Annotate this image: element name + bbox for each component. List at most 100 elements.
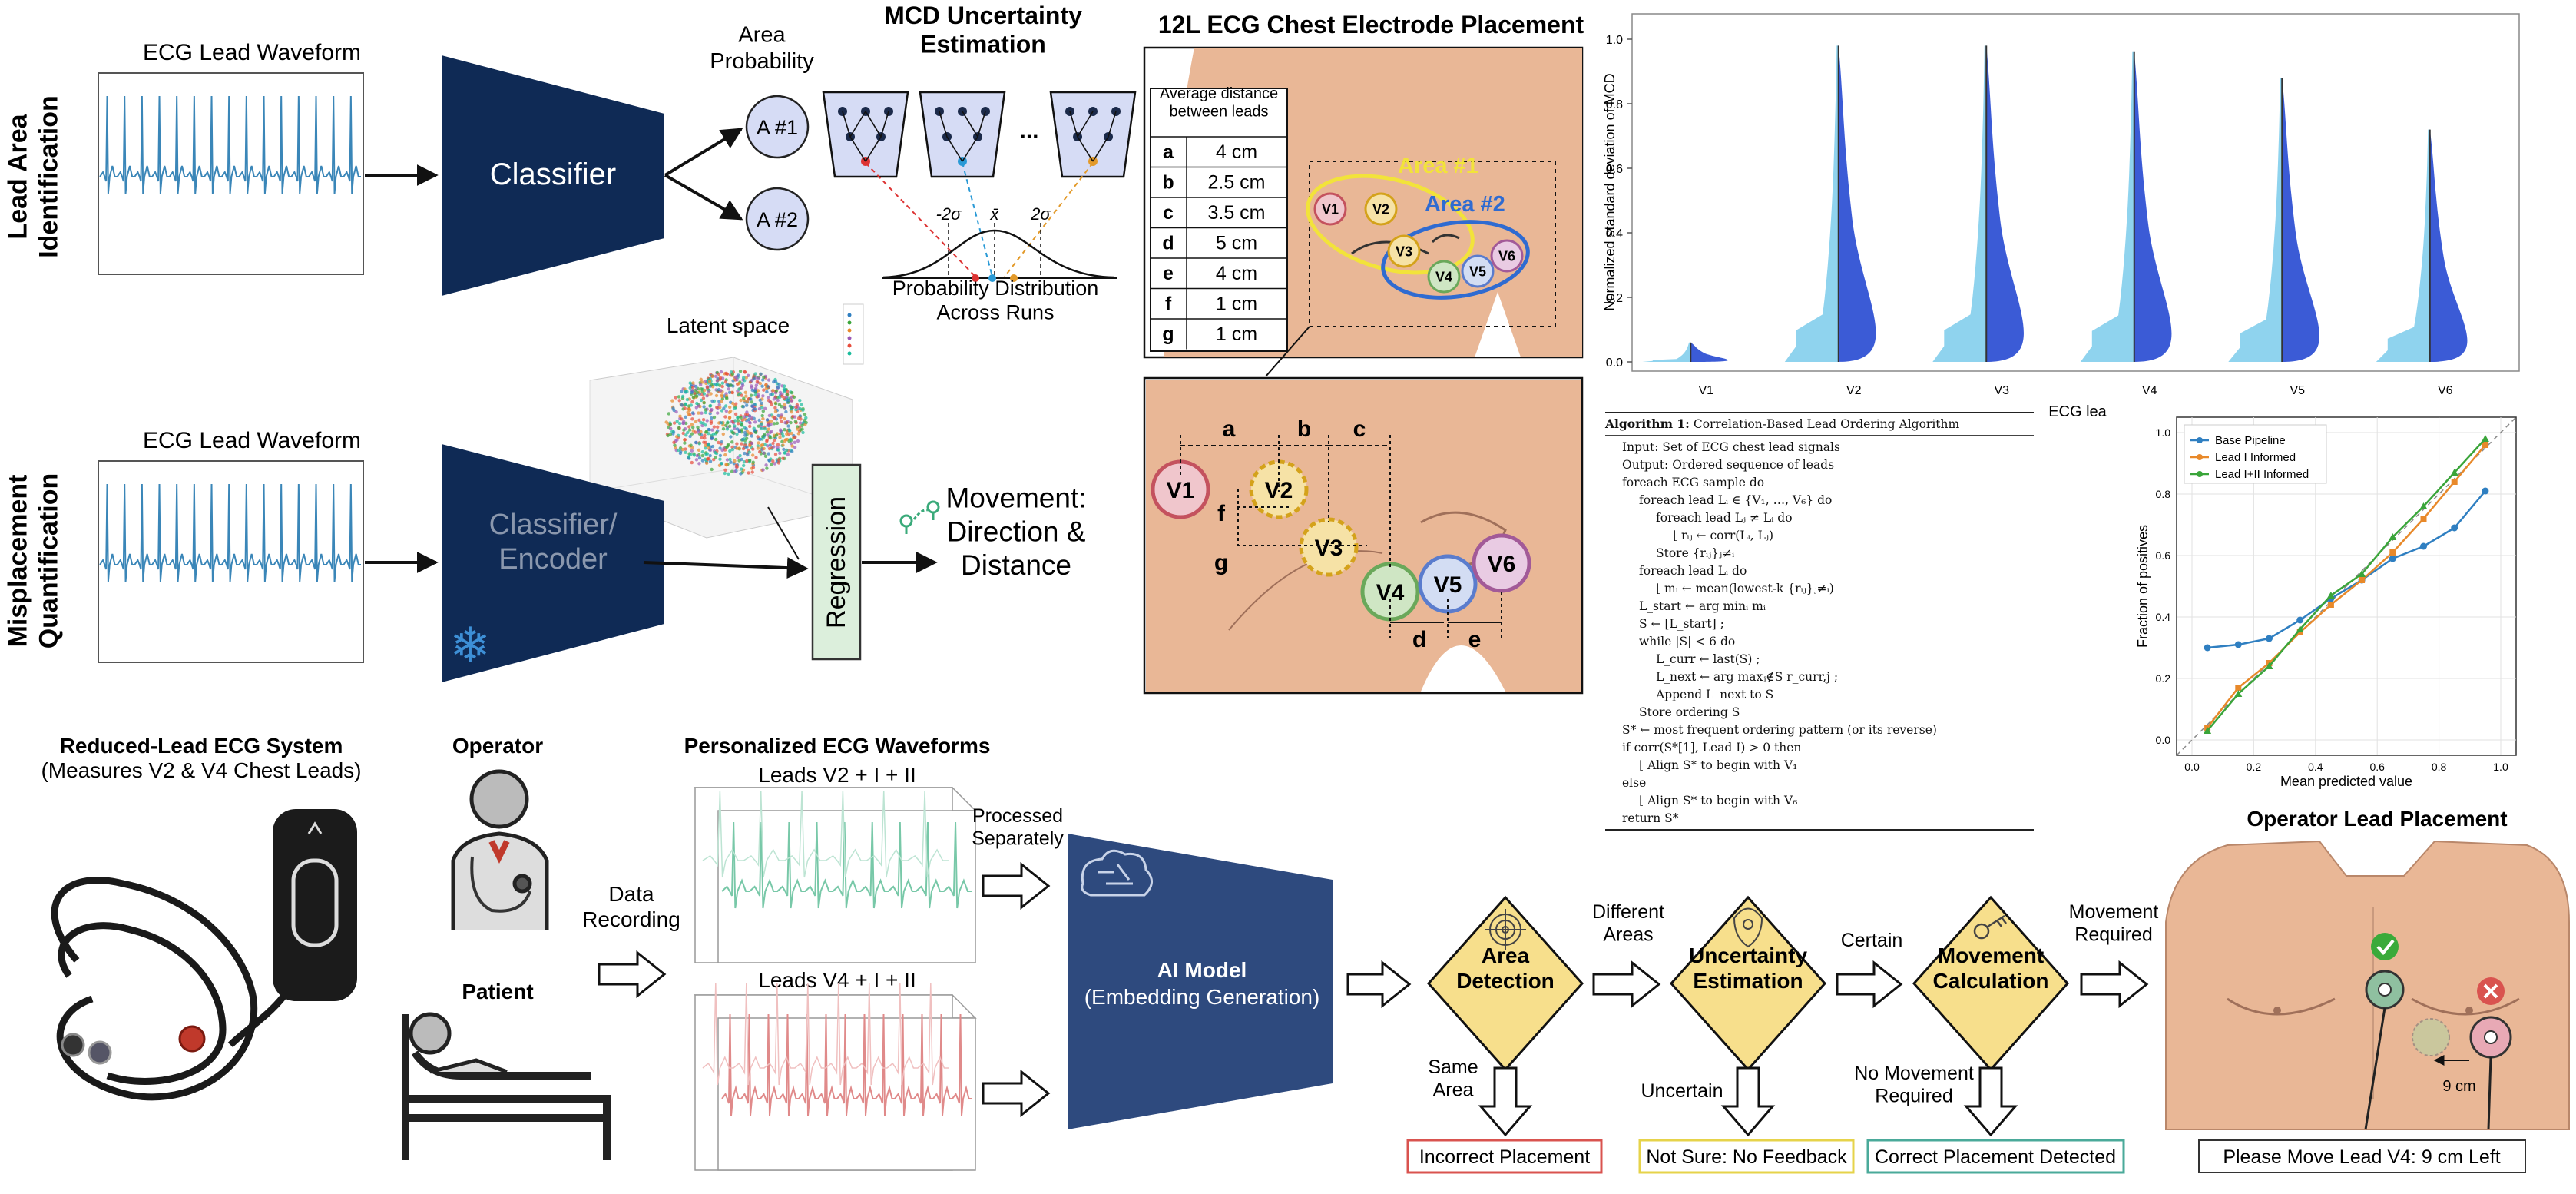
placement-title: 12L ECG Chest Electrode Placement (1158, 11, 1584, 38)
cal-xtick: 0.8 (2432, 761, 2447, 773)
cal-ytick: 0.2 (2156, 672, 2171, 685)
dim-label-b: b (1297, 416, 1311, 442)
violin-plot-frame (1631, 13, 2520, 372)
mcd-network-3 (1049, 91, 1137, 178)
violin-right-v3 (1986, 45, 2024, 363)
zoom-electrode-label-v3: V3 (1315, 536, 1343, 561)
prob-distribution: -2σ x̄ 2σ (882, 204, 1117, 282)
latent-space-plot: Latent space (589, 303, 864, 539)
algorithm-bottom-rule (1605, 829, 2034, 831)
violin-left-v4 (2080, 51, 2134, 363)
regression-label: Regression (822, 496, 851, 629)
cal-point (2389, 533, 2397, 540)
top-electrode-v6 (1490, 239, 1524, 273)
encoder-block (442, 444, 664, 682)
regression-box (811, 463, 862, 661)
algorithm-line: foreach lead Lᵢ ∈ {V₁, …, V₆} do (1639, 493, 1833, 507)
mcd-ellipsis: ... (1019, 118, 1038, 144)
table-key-d: d (1162, 233, 1174, 254)
algorithm-top-rule (1605, 412, 2034, 413)
violin-chart: Normalized standard deviation of MCD ECG… (1602, 13, 2520, 420)
zoom-electrode-label-v5: V5 (1434, 572, 1462, 598)
cal-point (2481, 435, 2489, 442)
cal-point (2419, 502, 2428, 509)
uncertain-down-arrow (1720, 1066, 1776, 1137)
a2-label: A #2 (757, 208, 798, 231)
dim-label-f: f (1217, 501, 1226, 526)
algorithm-title-text: Correlation-Based Lead Ordering Algorith… (1693, 417, 1960, 431)
top-electrode-label-v5: V5 (1469, 264, 1486, 279)
calibration-ylabel: Fraction of positives (2135, 525, 2151, 648)
cal-point (2234, 641, 2242, 648)
nine-cm-label: 9 cm (2442, 1078, 2475, 1095)
latent-space-label: Latent space (667, 313, 790, 337)
mcd-network-1 (822, 91, 909, 178)
violin-y-ticks: 0.00.20.40.60.81.0 (1606, 34, 1632, 370)
cal-point (2482, 487, 2489, 495)
table-value-d: 5 cm (1216, 233, 1257, 254)
violin-ytick: 0.8 (1606, 98, 1623, 111)
violin-right-v6 (2429, 129, 2468, 362)
cal-point (2450, 469, 2458, 476)
arrow-to-a2 (664, 174, 743, 221)
algorithm-line: while |S| < 6 do (1639, 635, 1736, 648)
cal-point (2358, 570, 2366, 577)
row2-misplacement-quantification: MisplacementQuantification ECG Lead Wave… (4, 303, 1087, 682)
not-sure-box (1638, 1139, 1855, 1174)
table-key-b: b (1162, 172, 1174, 194)
operator-icon (451, 769, 549, 930)
ai-model-label: AI Model (1157, 958, 1247, 982)
top-electrode-label-v4: V4 (1435, 269, 1452, 284)
algorithm-line: foreach lead Lᵢ do (1639, 564, 1747, 578)
zoom-electrode-label-v1: V1 (1167, 478, 1195, 503)
cal-point (2420, 542, 2427, 550)
violin-ytick: 0.6 (1606, 163, 1623, 176)
algorithm-line: ⌊ mᵢ ← mean(lowest-k {rᵢⱼ}ⱼ≠ᵢ) (1656, 582, 1834, 595)
violin-right-v4 (2134, 51, 2172, 363)
processed-arrow-top (982, 861, 1051, 910)
area2-ellipse (1381, 220, 1530, 300)
cal-xtick: 0.0 (2184, 761, 2200, 773)
top-electrode-v4 (1427, 260, 1461, 294)
same-area-down-arrow (1478, 1066, 1533, 1137)
algorithm-line: L_start ← arg minᵢ mᵢ (1639, 599, 1766, 613)
violin-ytick: 0.0 (1606, 357, 1623, 370)
violin-xlabel: ECG lea (2048, 403, 2107, 420)
table-key-g: g (1162, 323, 1174, 345)
not-sure-label: Not Sure: No Feedback (1646, 1146, 1847, 1168)
pin-icon (899, 500, 940, 534)
row2-waveform-title: ECG Lead Waveform (143, 428, 361, 453)
patient-bed-icon (402, 1012, 611, 1160)
a1-node (745, 95, 810, 159)
violin-right-v2 (1838, 45, 1876, 363)
zoom-dimension-lines (1180, 435, 1502, 638)
mcd-dashed-links (865, 162, 1094, 277)
dim-label-g: g (1214, 550, 1228, 575)
area1-label: Area #1 (1398, 154, 1478, 178)
classifier-label: Classifier (490, 158, 616, 191)
row2-ecg-trace (99, 483, 361, 582)
cal-ytick: 1.0 (2156, 426, 2171, 439)
table-value-g: 1 cm (1216, 323, 1257, 345)
latent-to-regression (767, 506, 800, 560)
calibration-xlabel: Mean predicted value (2280, 774, 2412, 789)
operator-label: Operator (452, 734, 543, 758)
row1-waveform-title: ECG Lead Waveform (143, 40, 361, 65)
top-electrode-v2 (1364, 192, 1398, 226)
area-to-uncertainty-arrow (1592, 960, 1661, 1009)
violin-xtick-v4: V4 (2142, 384, 2157, 397)
cal-point (2235, 685, 2242, 691)
algorithm-line: ⌊ Align S* to begin with V₆ (1639, 794, 1798, 808)
ai-to-area-arrow (1346, 960, 1412, 1009)
calibration-series (2204, 435, 2489, 734)
row1-lead-area-identification: Lead AreaIdentification ECG Lead Wavefor… (4, 2, 1137, 324)
algorithm-line: ⌊ rᵢⱼ ← corr(Lᵢ, Lⱼ) (1673, 529, 1774, 542)
